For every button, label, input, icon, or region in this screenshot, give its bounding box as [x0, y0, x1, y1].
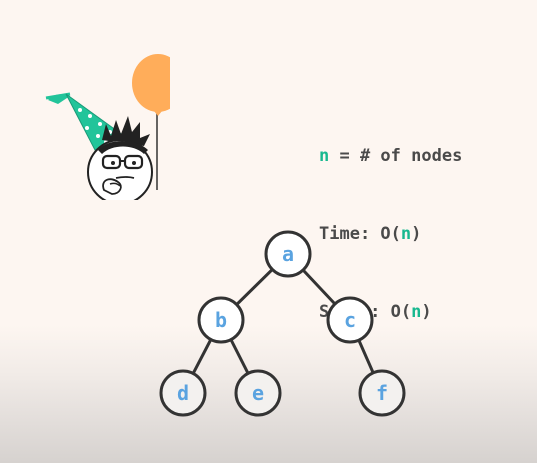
- tree-node-label: a: [282, 242, 294, 266]
- tree-node-d: d: [159, 369, 207, 417]
- n-definition: = # of nodes: [329, 146, 463, 166]
- space-suffix: ): [421, 302, 432, 322]
- tree-node-circle: [264, 230, 312, 278]
- tree-node-circle: [159, 369, 207, 417]
- tree-nodes: a b c d e f: [159, 230, 406, 417]
- tree-node-label: b: [215, 308, 227, 332]
- complexity-line-n: n = # of nodes: [319, 143, 462, 169]
- tree-node-c: c: [326, 296, 374, 344]
- tree-node-circle: [197, 296, 245, 344]
- tree-node-circle: [326, 296, 374, 344]
- var-n: n: [319, 146, 330, 166]
- time-prefix: Time: O(: [319, 224, 401, 244]
- tree-node-b: b: [197, 296, 245, 344]
- tree-node-circle: [234, 369, 282, 417]
- time-suffix: ): [411, 224, 422, 244]
- time-var-n: n: [400, 224, 412, 244]
- space-var-n: n: [411, 302, 422, 322]
- tree-node-label: e: [252, 381, 264, 405]
- balloon-icon: [132, 54, 170, 116]
- tree-node-label: d: [177, 381, 189, 405]
- tree-node-e: e: [234, 369, 282, 417]
- complexity-line-time: Time: O(n): [319, 221, 462, 247]
- tree-node-f: f: [358, 369, 406, 417]
- mascot-illustration: [45, 54, 170, 200]
- thinking-cartoon-face-icon: [87, 116, 153, 200]
- tree-node-circle: [358, 369, 406, 417]
- tree-node-a: a: [264, 230, 312, 278]
- tree-node-label: c: [344, 308, 356, 332]
- tree-node-label: f: [376, 381, 388, 405]
